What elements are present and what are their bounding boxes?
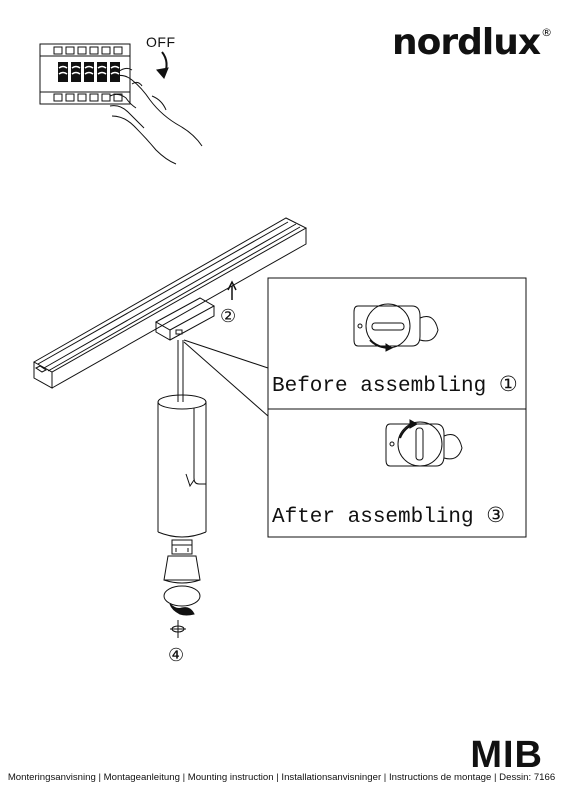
footer-instructions-text: Monteringsanvisning | Montageanleitung |… — [7, 772, 556, 783]
brand-logo: nordlux® — [392, 22, 552, 63]
before-assembling-caption: Before assembling ① — [272, 375, 518, 398]
off-label: OFF — [146, 34, 176, 50]
trademark-symbol: ® — [541, 26, 552, 39]
lens-ring-illustration — [163, 585, 201, 616]
track-rail-illustration — [32, 217, 308, 389]
track-adapter-illustration — [154, 297, 216, 341]
screw-cross-icon — [170, 620, 186, 638]
step-two-label: ② — [220, 306, 237, 327]
breaker-panel-illustration — [39, 43, 131, 105]
brand-name: nordlux — [392, 22, 541, 63]
gu10-bulb-illustration — [163, 539, 201, 584]
detail-panel — [267, 277, 527, 538]
product-model-name: MIB — [470, 734, 543, 776]
hand-illustration — [109, 67, 203, 165]
after-assembling-caption: After assembling ③ — [272, 506, 506, 529]
before-adapter-detail-illustration — [353, 303, 439, 352]
lamp-cylinder-illustration — [157, 394, 207, 538]
after-adapter-detail-illustration — [385, 419, 463, 467]
step-four-label: ④ — [168, 645, 185, 666]
